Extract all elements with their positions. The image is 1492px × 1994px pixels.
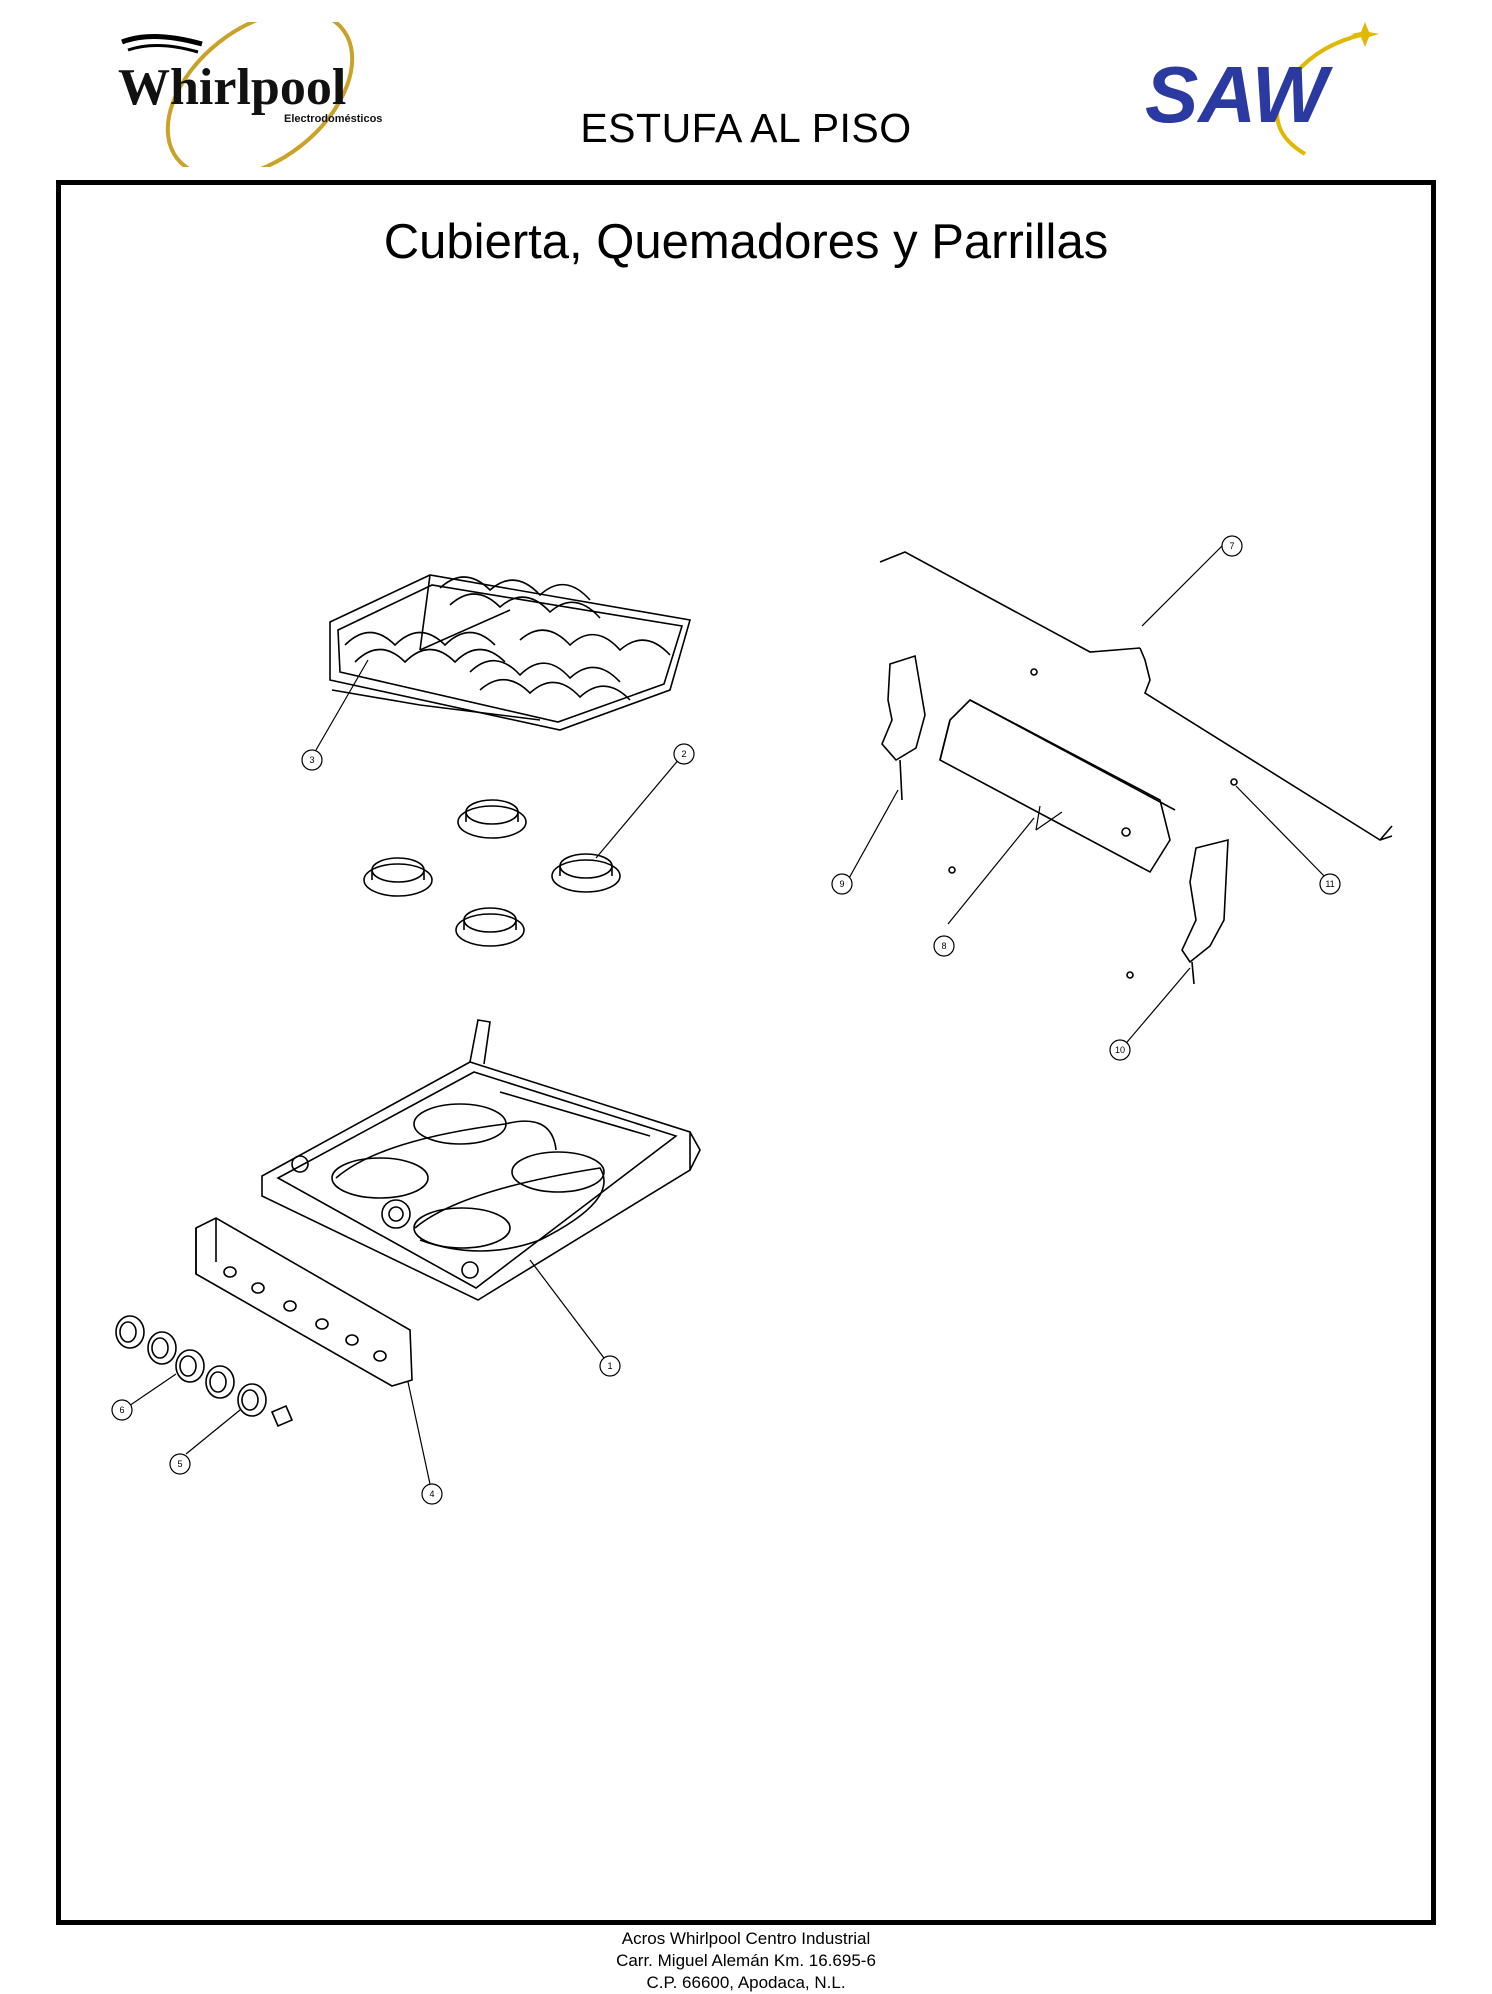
grates-drawing bbox=[329, 574, 692, 731]
footer-address: Acros Whirlpool Centro Industrial Carr. … bbox=[0, 1928, 1492, 1994]
footer-line-1: Acros Whirlpool Centro Industrial bbox=[621, 1929, 871, 1948]
knobs-drawing bbox=[115, 1315, 294, 1428]
svg-text:10: 10 bbox=[1115, 1045, 1125, 1055]
whirlpool-logo-subtext: Electrodomésticos bbox=[284, 113, 382, 125]
diagram-frame bbox=[56, 180, 1436, 1925]
svg-text:5: 5 bbox=[177, 1459, 182, 1469]
document-title: ESTUFA AL PISO bbox=[580, 105, 912, 151]
saw-logo-text: SAW bbox=[1145, 50, 1334, 139]
callout-7: 7 bbox=[1221, 535, 1243, 557]
callout-2: 2 bbox=[673, 743, 695, 765]
svg-text:7: 7 bbox=[1229, 541, 1234, 551]
svg-text:1: 1 bbox=[607, 1361, 612, 1371]
callout-11: 11 bbox=[1319, 873, 1341, 895]
callout-5: 5 bbox=[169, 1453, 191, 1475]
footer-line-2: Carr. Miguel Alemán Km. 16.695-6 bbox=[616, 1951, 876, 1970]
whirlpool-logo: Whirlpool Electrodomésticos bbox=[118, 22, 382, 167]
svg-text:9: 9 bbox=[839, 879, 844, 889]
control-panel-drawing bbox=[195, 1217, 413, 1387]
callout-9: 9 bbox=[831, 873, 853, 895]
backguard-drawing bbox=[879, 551, 1393, 985]
svg-text:11: 11 bbox=[1325, 879, 1334, 889]
svg-text:6: 6 bbox=[119, 1405, 124, 1415]
svg-text:8: 8 bbox=[941, 941, 946, 951]
callout-4: 4 bbox=[421, 1483, 443, 1505]
saw-logo: SAW bbox=[1145, 22, 1379, 156]
cooktop-drawing bbox=[261, 1019, 701, 1301]
section-title: Cubierta, Quemadores y Parrillas bbox=[383, 215, 1109, 269]
callout-1: 1 bbox=[599, 1355, 621, 1377]
burners-drawing bbox=[363, 799, 621, 947]
leader-lines bbox=[125, 543, 1329, 1485]
svg-text:4: 4 bbox=[429, 1489, 434, 1499]
callout-10: 10 bbox=[1109, 1039, 1131, 1061]
svg-text:3: 3 bbox=[309, 755, 314, 765]
footer-line-3: C.P. 66600, Apodaca, N.L. bbox=[646, 1973, 846, 1992]
callout-6: 6 bbox=[111, 1399, 133, 1421]
svg-text:2: 2 bbox=[681, 749, 686, 759]
whirlpool-logo-text: Whirlpool bbox=[118, 59, 346, 116]
star-icon bbox=[1351, 22, 1379, 47]
callout-3: 3 bbox=[301, 749, 323, 771]
callout-8: 8 bbox=[933, 935, 955, 957]
